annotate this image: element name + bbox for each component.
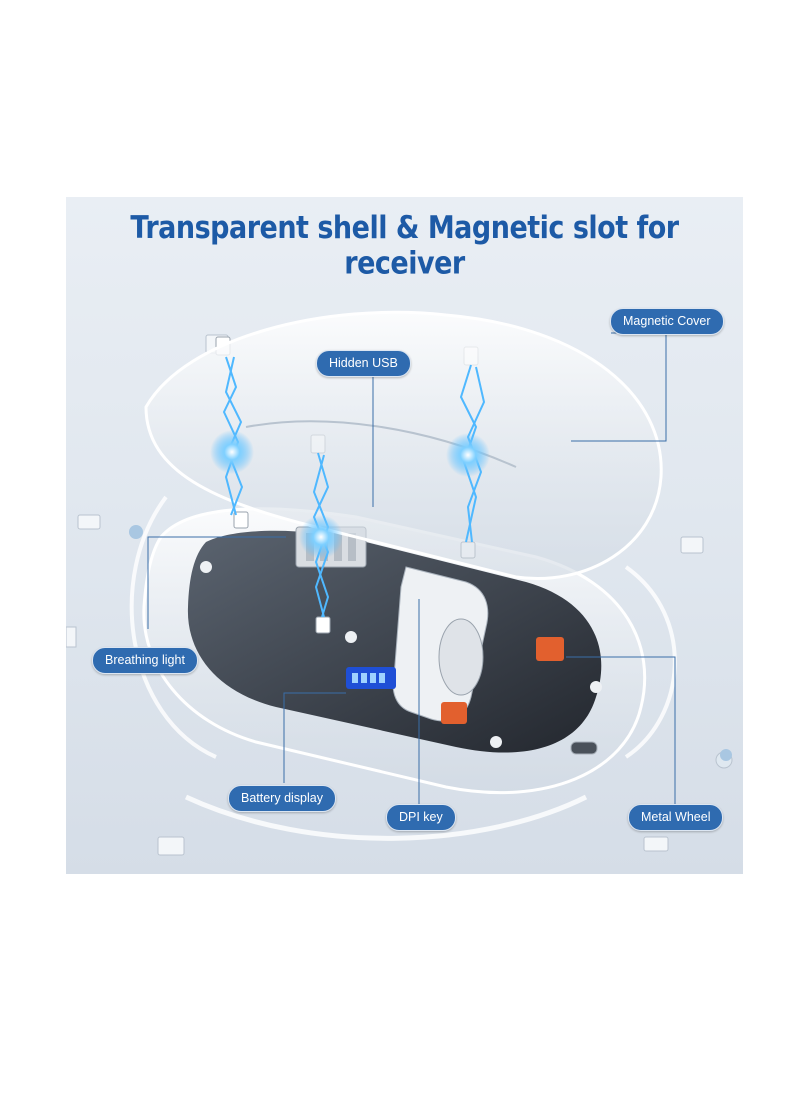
glow bbox=[446, 433, 490, 477]
callout-magnetic-cover: Magnetic Cover bbox=[610, 308, 724, 335]
mouse-base-internals bbox=[187, 530, 602, 753]
callout-breathing-light: Breathing light bbox=[92, 647, 198, 674]
callout-dpi-key: DPI key bbox=[386, 804, 456, 831]
decor-knob bbox=[129, 525, 143, 539]
decor-knob bbox=[720, 749, 732, 761]
page-title: Transparent shell & Magnetic slot for re… bbox=[130, 210, 679, 282]
mouse-illustration bbox=[66, 310, 733, 856]
decor-arc-left bbox=[129, 495, 217, 759]
orange-switch-left bbox=[441, 702, 467, 724]
callout-metal-wheel: Metal Wheel bbox=[628, 804, 724, 831]
glow bbox=[210, 430, 254, 474]
glow bbox=[299, 515, 343, 559]
callout-hidden-usb: Hidden USB bbox=[316, 350, 411, 377]
orange-switch-right bbox=[536, 637, 564, 661]
screw bbox=[200, 561, 212, 573]
decor-arc-bottom bbox=[184, 794, 588, 841]
usb-c-port bbox=[570, 741, 598, 755]
callout-battery-display: Battery display bbox=[228, 785, 336, 812]
callout-leaders bbox=[147, 332, 676, 805]
screw bbox=[590, 681, 602, 693]
scroll-wheel bbox=[438, 618, 484, 696]
magnetic-cover-shell bbox=[144, 310, 663, 580]
screw bbox=[490, 736, 502, 748]
battery-bars bbox=[352, 673, 385, 683]
product-image-panel: Transparent shell & Magnetic slot for re… bbox=[66, 197, 743, 874]
screw bbox=[345, 631, 357, 643]
